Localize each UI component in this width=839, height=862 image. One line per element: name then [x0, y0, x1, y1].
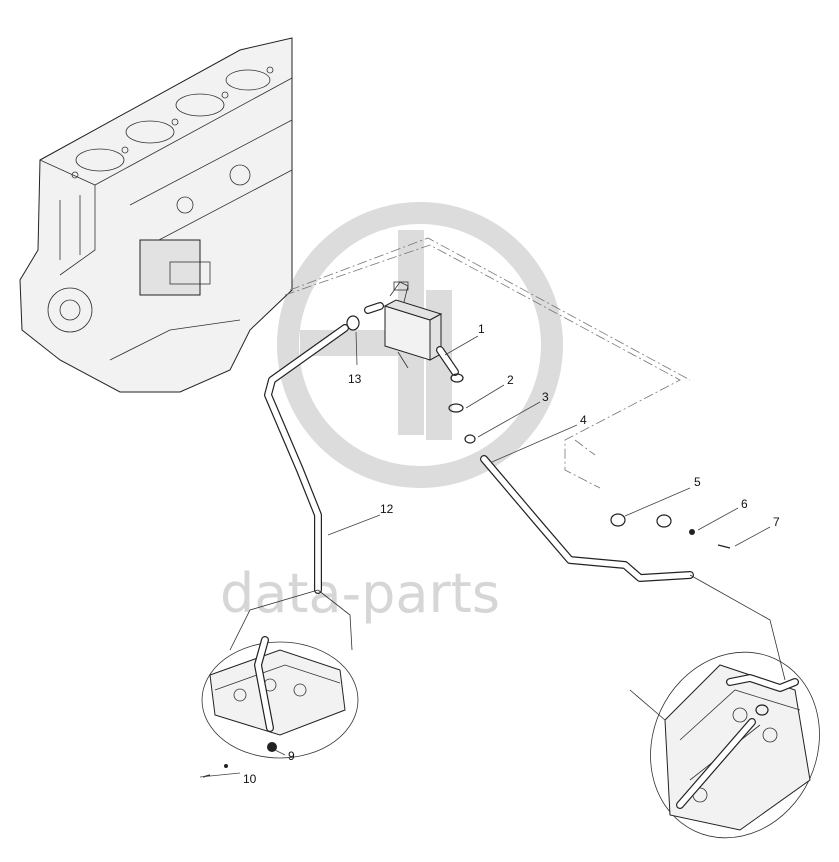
nut-6-icon [689, 529, 695, 535]
callouts: 1 2 3 4 5 6 7 9 10 12 13 [243, 322, 780, 786]
oil-cooler [364, 281, 464, 383]
bolt-7-icon [717, 544, 731, 549]
clamp-5a-icon [610, 513, 626, 527]
callout-13: 13 [348, 372, 362, 386]
detail-view-right [629, 574, 820, 839]
callout-3: 3 [542, 390, 549, 404]
pipe-4 [480, 455, 694, 582]
callout-6: 6 [741, 497, 748, 511]
clamp-5b-icon [656, 514, 672, 528]
callout-7: 7 [773, 515, 780, 529]
pipe-12 [264, 324, 349, 594]
engine-block [19, 37, 293, 393]
ring-3-icon [464, 434, 476, 444]
dash-outline [284, 237, 691, 489]
watermark: data-parts [220, 202, 563, 625]
callout-5: 5 [694, 475, 701, 489]
callout-1: 1 [478, 322, 485, 336]
leader-lines [199, 331, 771, 778]
callout-2: 2 [507, 373, 514, 387]
o-ring-2-icon [448, 403, 464, 413]
callout-4: 4 [580, 413, 587, 427]
fitting-9-icon [267, 742, 277, 752]
callout-12: 12 [380, 502, 394, 516]
callout-10: 10 [243, 772, 257, 786]
callout-9: 9 [288, 749, 295, 763]
small-parts [202, 315, 731, 778]
washer-10-icon [224, 764, 228, 768]
detail-view-left [201, 589, 359, 759]
seal-13-icon [346, 315, 360, 331]
watermark-text: data-parts [220, 562, 500, 625]
